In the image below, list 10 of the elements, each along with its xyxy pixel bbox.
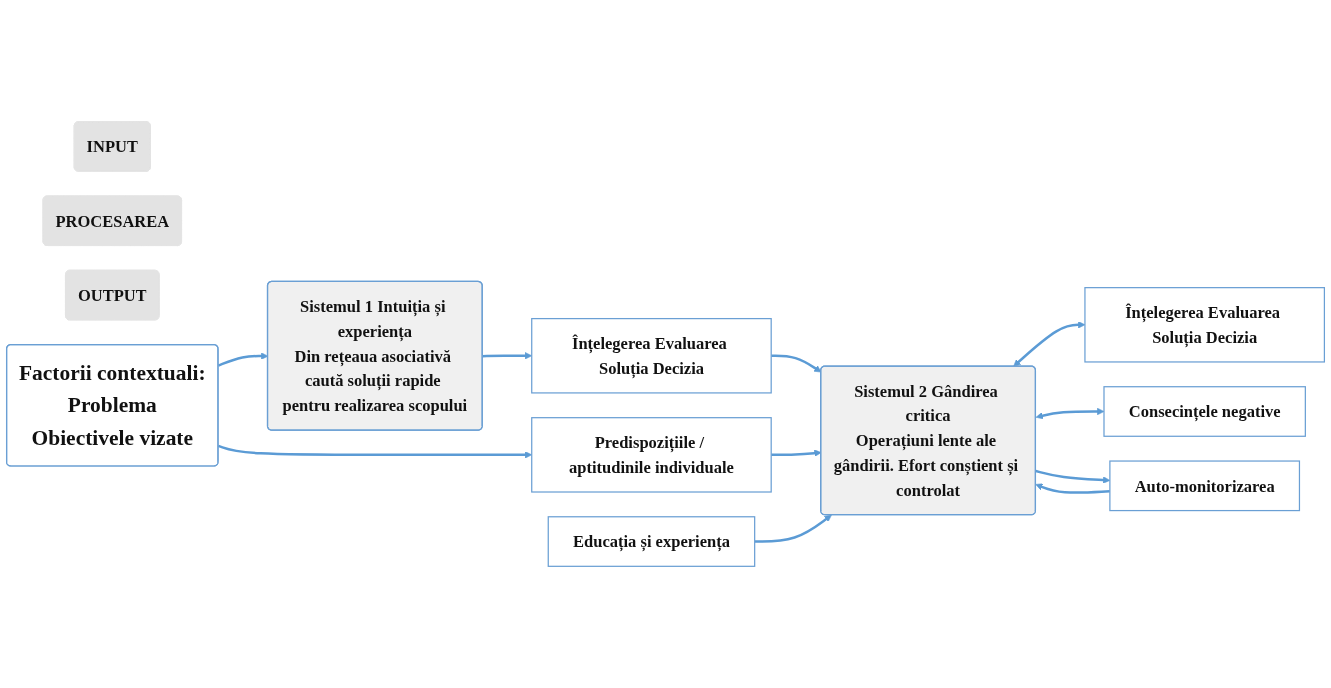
node-box: Consecințele negative <box>1103 386 1306 437</box>
node-box: Educația și experiența <box>547 516 756 567</box>
arrow <box>1035 483 1110 494</box>
arrow <box>1035 407 1105 420</box>
arrow <box>754 514 832 543</box>
arrow <box>771 354 822 373</box>
node-box: Înțelegerea Evaluarea Soluția Decizia <box>1084 287 1325 363</box>
node-box: Predispozițiile / aptitudinile individuale <box>531 417 772 493</box>
node-box: Auto-monitorizarea <box>1109 460 1301 512</box>
node-box: Înțelegerea Evaluarea Soluția Decizia <box>531 318 772 394</box>
